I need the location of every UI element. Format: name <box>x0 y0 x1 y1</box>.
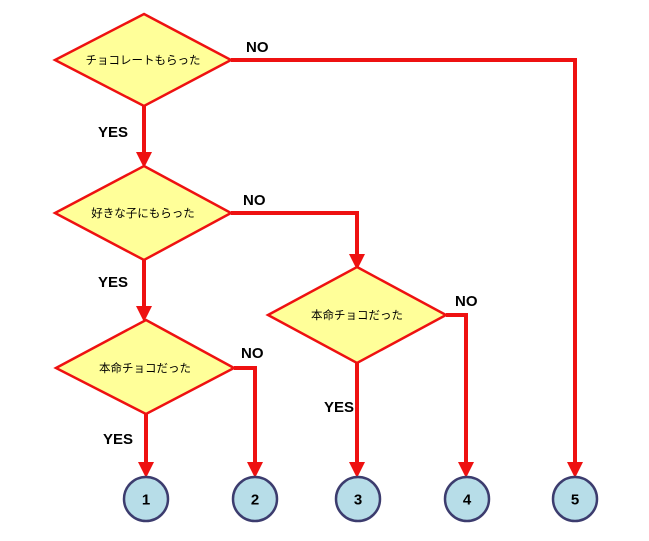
edge-labels: NO YES NO YES NO NO YES YES <box>98 39 478 448</box>
decision-honmei-left: 本命チョコだった <box>53 318 237 416</box>
decision-label: 好きな子にもらった <box>91 206 195 220</box>
edge-honmei-left-no <box>234 366 263 478</box>
decision-label: チョコレートもらった <box>86 53 201 67</box>
outcome-4: 4 <box>443 475 491 523</box>
decision-shape <box>52 164 234 262</box>
outcome-label: 3 <box>354 492 362 509</box>
label-crush-yes: YES <box>98 274 128 291</box>
decision-honmei-right: 本命チョコだった <box>265 265 449 365</box>
outcome-2: 2 <box>231 475 279 523</box>
outcome-circle <box>122 475 170 523</box>
outcome-circle <box>443 475 491 523</box>
label-chocolate-yes: YES <box>98 124 128 141</box>
label-chocolate-no: NO <box>246 39 269 56</box>
decision-shape <box>265 265 449 365</box>
decision-chocolate: チョコレートもらった <box>52 12 234 108</box>
label-honmei-left-no: NO <box>241 345 264 362</box>
outcome-label: 1 <box>142 492 150 509</box>
outcome-circle <box>334 475 382 523</box>
label-honmei-left-yes: YES <box>103 431 133 448</box>
decision-shape <box>52 12 234 108</box>
decision-shape <box>53 318 237 416</box>
decision-crush: 好きな子にもらった <box>52 164 234 262</box>
outcome-label: 4 <box>463 492 472 509</box>
outcome-3: 3 <box>334 475 382 523</box>
edge-crush-no <box>231 211 365 270</box>
outcome-label: 2 <box>251 492 259 509</box>
outcome-1: 1 <box>122 475 170 523</box>
decision-label: 本命チョコだった <box>99 361 191 375</box>
label-honmei-right-no: NO <box>455 293 478 310</box>
outcome-circle <box>231 475 279 523</box>
label-crush-no: NO <box>243 192 266 209</box>
label-honmei-right-yes: YES <box>324 399 354 416</box>
edge-honmei-right-no <box>446 313 474 478</box>
edge-chocolate-no <box>231 58 583 478</box>
outcome-5: 5 <box>551 475 599 523</box>
outcome-circle <box>551 475 599 523</box>
outcome-label: 5 <box>571 492 579 509</box>
decision-label: 本命チョコだった <box>311 308 403 322</box>
connectors <box>136 58 583 478</box>
